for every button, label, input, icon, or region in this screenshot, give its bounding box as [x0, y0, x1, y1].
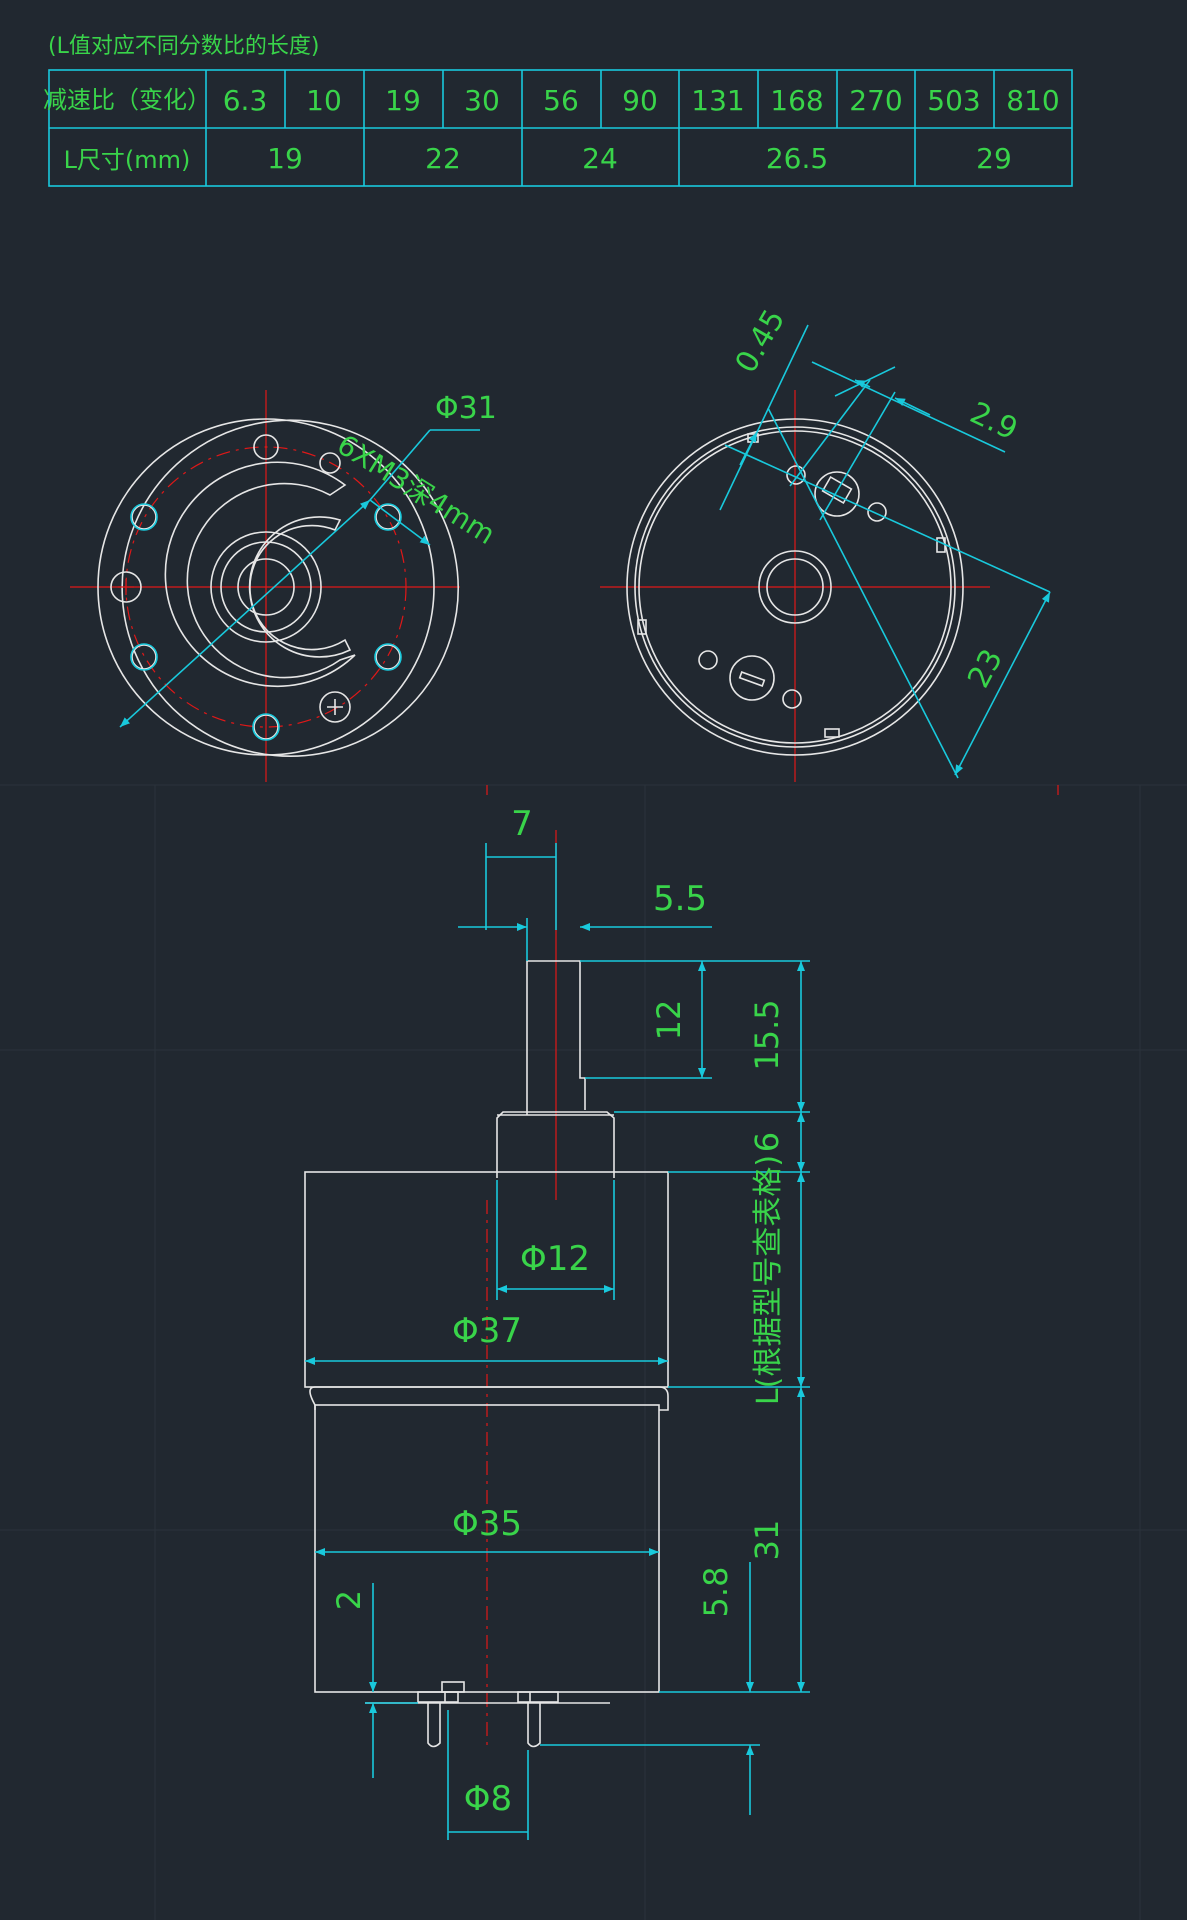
length-cell: 24 [582, 142, 618, 175]
dim-12: 12 [650, 1000, 688, 1041]
ratio-cell: 270 [849, 84, 902, 117]
dim-phi37: Φ37 [452, 1311, 522, 1351]
dim-phi8: Φ8 [464, 1779, 512, 1819]
front-view: Φ31 6XM3深4mm [70, 390, 501, 782]
dim-2: 2 [330, 1590, 368, 1610]
dim-6: 6 [748, 1132, 786, 1152]
ratio-cell: 30 [464, 84, 500, 117]
dim-045: 0.45 [729, 304, 793, 379]
length-cell: 29 [976, 142, 1012, 175]
ratio-cell: 6.3 [223, 84, 268, 117]
length-cell: 22 [425, 142, 461, 175]
length-cells: 19 22 24 26.5 29 [267, 142, 1012, 175]
dim-155: 15.5 [748, 999, 786, 1070]
ratio-cell: 131 [691, 84, 744, 117]
dim-29: 2.9 [965, 396, 1023, 448]
ratio-cell: 90 [622, 84, 658, 117]
side-view: 7 5.5 12 15.5 6 L(根据型号查表格) Φ12 Φ37 Φ35 3… [304, 785, 1059, 1840]
ratio-cell: 10 [306, 84, 342, 117]
dim-7: 7 [511, 804, 533, 844]
ratio-cell: 810 [1006, 84, 1059, 117]
row-header-ratio: 减速比（变化） [43, 86, 211, 114]
dim-phi12: Φ12 [520, 1239, 590, 1279]
row-header-length: L尺寸(mm) [64, 146, 191, 174]
ratio-cell: 19 [385, 84, 421, 117]
table-caption: (L值对应不同分数比的长度) [48, 34, 319, 59]
dim-31: 31 [748, 1520, 786, 1561]
ratio-cell: 56 [543, 84, 579, 117]
dim-L: L(根据型号查表格) [751, 1155, 786, 1405]
dim-23: 23 [961, 644, 1010, 694]
dim-phi31: Φ31 [435, 391, 497, 426]
length-cell: 19 [267, 142, 303, 175]
dim-phi35: Φ35 [452, 1504, 522, 1544]
dim-55: 5.5 [653, 879, 707, 919]
ratio-cells: 6.3 10 19 30 56 90 131 168 270 503 810 [223, 84, 1060, 117]
length-cell: 26.5 [766, 142, 828, 175]
ratio-cell: 503 [927, 84, 980, 117]
rear-view: 0.45 2.9 23 [600, 304, 1051, 782]
dim-58: 5.8 [697, 1567, 735, 1618]
background-grid [0, 784, 1187, 1920]
ratio-cell: 168 [770, 84, 823, 117]
